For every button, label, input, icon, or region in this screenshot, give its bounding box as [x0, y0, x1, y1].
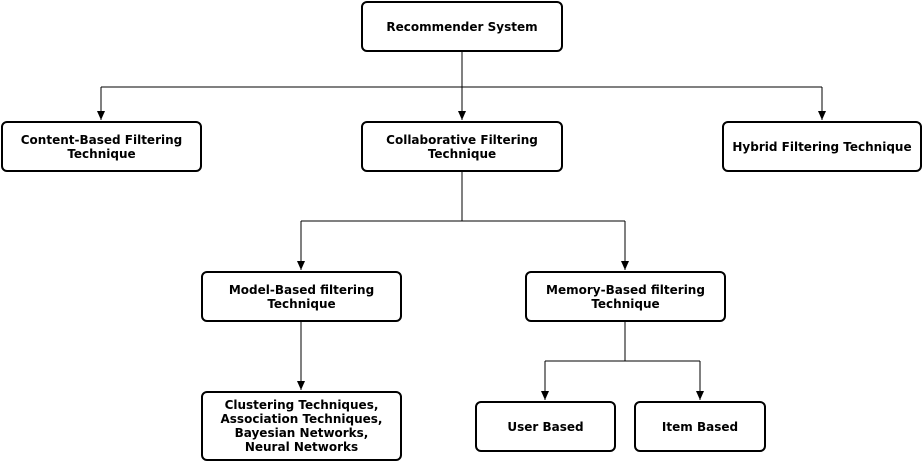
node-collaborative-filtering-label: Collaborative Filtering Technique — [386, 132, 538, 161]
node-item-based: Item Based — [634, 401, 766, 452]
node-recommender-system: Recommender System — [361, 1, 563, 52]
node-memory-based-filtering-label: Memory-Based filtering Technique — [546, 282, 705, 311]
node-recommender-system-label: Recommender System — [386, 19, 538, 34]
node-content-based-filtering: Content-Based Filtering Technique — [1, 121, 202, 172]
node-user-based-label: User Based — [507, 419, 584, 434]
node-hybrid-filtering: Hybrid Filtering Technique — [722, 121, 922, 172]
node-user-based: User Based — [475, 401, 616, 452]
node-model-based-examples: Clustering Techniques, Association Techn… — [201, 391, 402, 461]
node-memory-based-filtering: Memory-Based filtering Technique — [525, 271, 726, 322]
node-model-based-examples-label: Clustering Techniques, Association Techn… — [220, 398, 383, 454]
node-hybrid-filtering-label: Hybrid Filtering Technique — [732, 139, 912, 154]
node-collaborative-filtering: Collaborative Filtering Technique — [361, 121, 563, 172]
node-item-based-label: Item Based — [661, 419, 739, 434]
node-model-based-filtering: Model-Based filtering Technique — [201, 271, 402, 322]
node-content-based-filtering-label: Content-Based Filtering Technique — [20, 132, 183, 161]
node-model-based-filtering-label: Model-Based filtering Technique — [228, 282, 375, 311]
